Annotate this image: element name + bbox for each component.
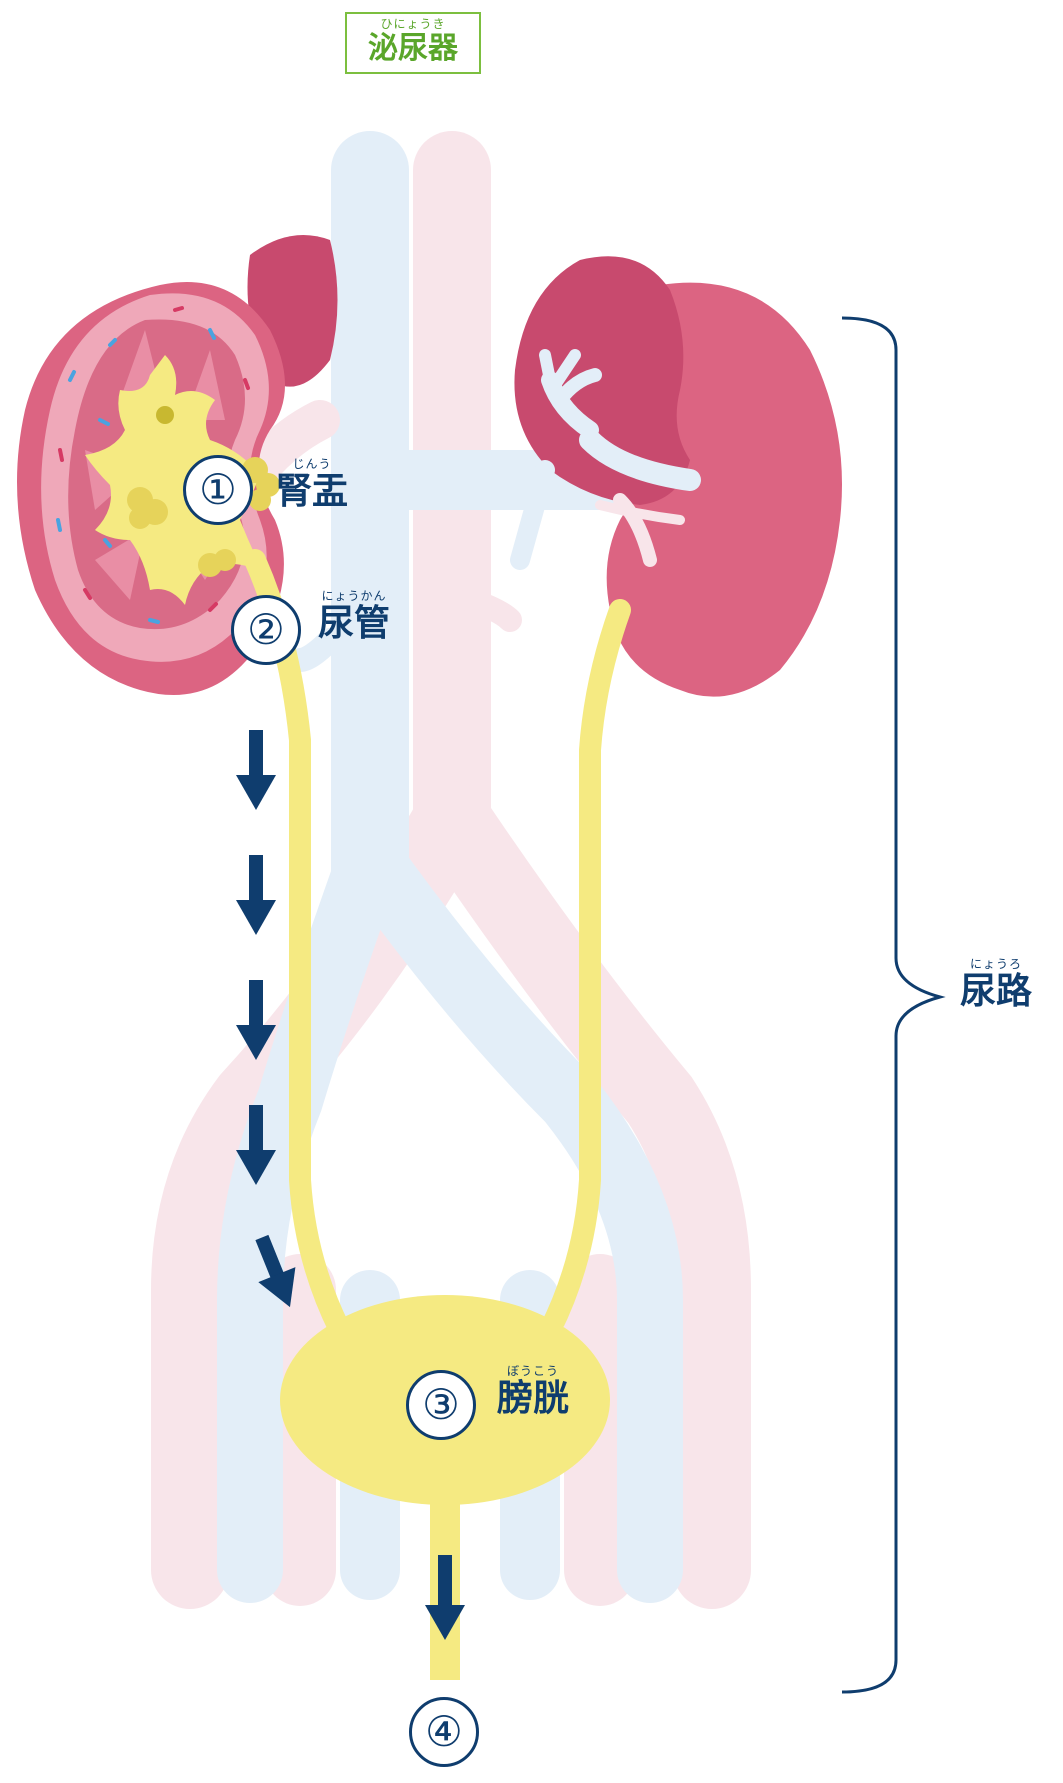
number-badge-2: ② (231, 595, 301, 665)
title-box: ひにょうき 泌尿器 (345, 12, 481, 74)
flow-arrow (236, 855, 276, 935)
bladder-text: 膀胱 (497, 1378, 569, 1420)
renal-pelvis-text: 腎盂 (276, 471, 348, 513)
ureter-label: にょうかん 尿管 (318, 590, 390, 645)
urinary-tract-ruby: にょうろ (960, 958, 1032, 971)
right-kidney (514, 256, 842, 696)
urinary-tract-text: 尿路 (960, 971, 1032, 1013)
renal-pelvis-ruby: じんう (276, 458, 348, 471)
ureter-text: 尿管 (318, 603, 390, 645)
number-badge-4: ④ (409, 1697, 479, 1767)
ureter-ruby: にょうかん (318, 590, 390, 603)
number-badge-3: ③ (406, 1370, 476, 1440)
flow-arrow (236, 730, 276, 810)
title-ruby: ひにょうき (347, 18, 479, 31)
urinary-tract-label: にょうろ 尿路 (960, 958, 1032, 1013)
bladder-label: ぼうこう 膀胱 (497, 1365, 569, 1420)
bladder-ruby: ぼうこう (497, 1365, 569, 1378)
left-pelvis-center-dot (156, 406, 174, 424)
urinary-tract-bracket (842, 318, 940, 1692)
renal-pelvis-label: じんう 腎盂 (276, 458, 348, 513)
page-title: 泌尿器 (347, 31, 479, 67)
number-badge-1: ① (183, 455, 253, 525)
